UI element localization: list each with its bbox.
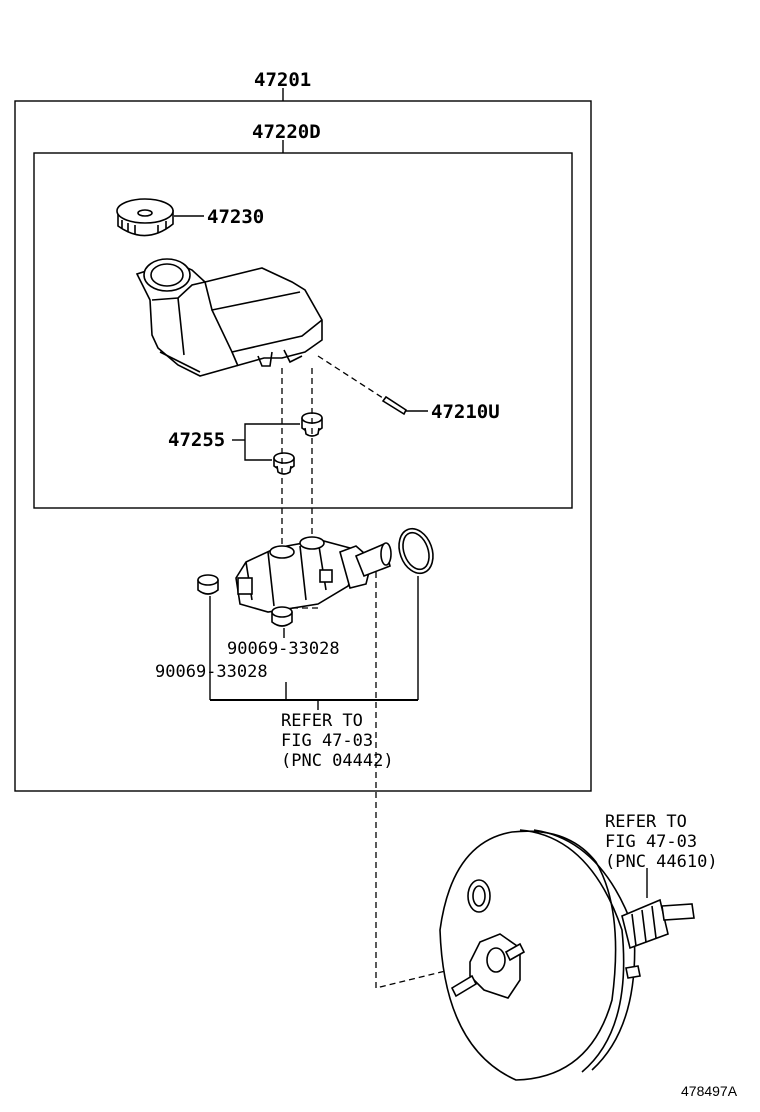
assembly-frame <box>14 100 592 792</box>
refer-booster-line3[interactable]: (PNC 44610) <box>605 852 718 872</box>
grommet-lower <box>273 452 295 475</box>
label-47220d[interactable]: 47220D <box>252 121 321 143</box>
o-ring-outer <box>398 527 434 575</box>
reservoir-cap <box>116 198 174 237</box>
brake-booster <box>439 829 695 1081</box>
label-47201[interactable]: 47201 <box>254 69 311 91</box>
strainer-part <box>381 395 408 416</box>
label-nut-b[interactable]: 90069-33028 <box>155 662 268 682</box>
reservoir-frame <box>33 152 573 509</box>
booster-align-dash <box>375 572 471 989</box>
label-47255[interactable]: 47255 <box>168 429 225 451</box>
label-47210u[interactable]: 47210U <box>431 401 500 423</box>
label-nut-a[interactable]: 90069-33028 <box>227 639 340 659</box>
grommet-bracket <box>244 423 300 461</box>
master-cylinder <box>235 536 392 613</box>
refer-mc-line2[interactable]: FIG 47-03 <box>281 731 373 751</box>
nut-lower <box>271 606 293 627</box>
refer-booster-line1[interactable]: REFER TO <box>605 812 687 832</box>
refer-mc-line3[interactable]: (PNC 04442) <box>281 751 394 771</box>
refer-mc-line1[interactable]: REFER TO <box>281 711 363 731</box>
refer-booster-line2[interactable]: FIG 47-03 <box>605 832 697 852</box>
reservoir-tank <box>135 258 323 377</box>
strainer-dash <box>317 355 387 401</box>
figure-id: 478497A <box>681 1083 738 1099</box>
label-47230[interactable]: 47230 <box>207 206 264 228</box>
nut-left <box>197 574 219 595</box>
o-ring-inner <box>402 531 430 571</box>
